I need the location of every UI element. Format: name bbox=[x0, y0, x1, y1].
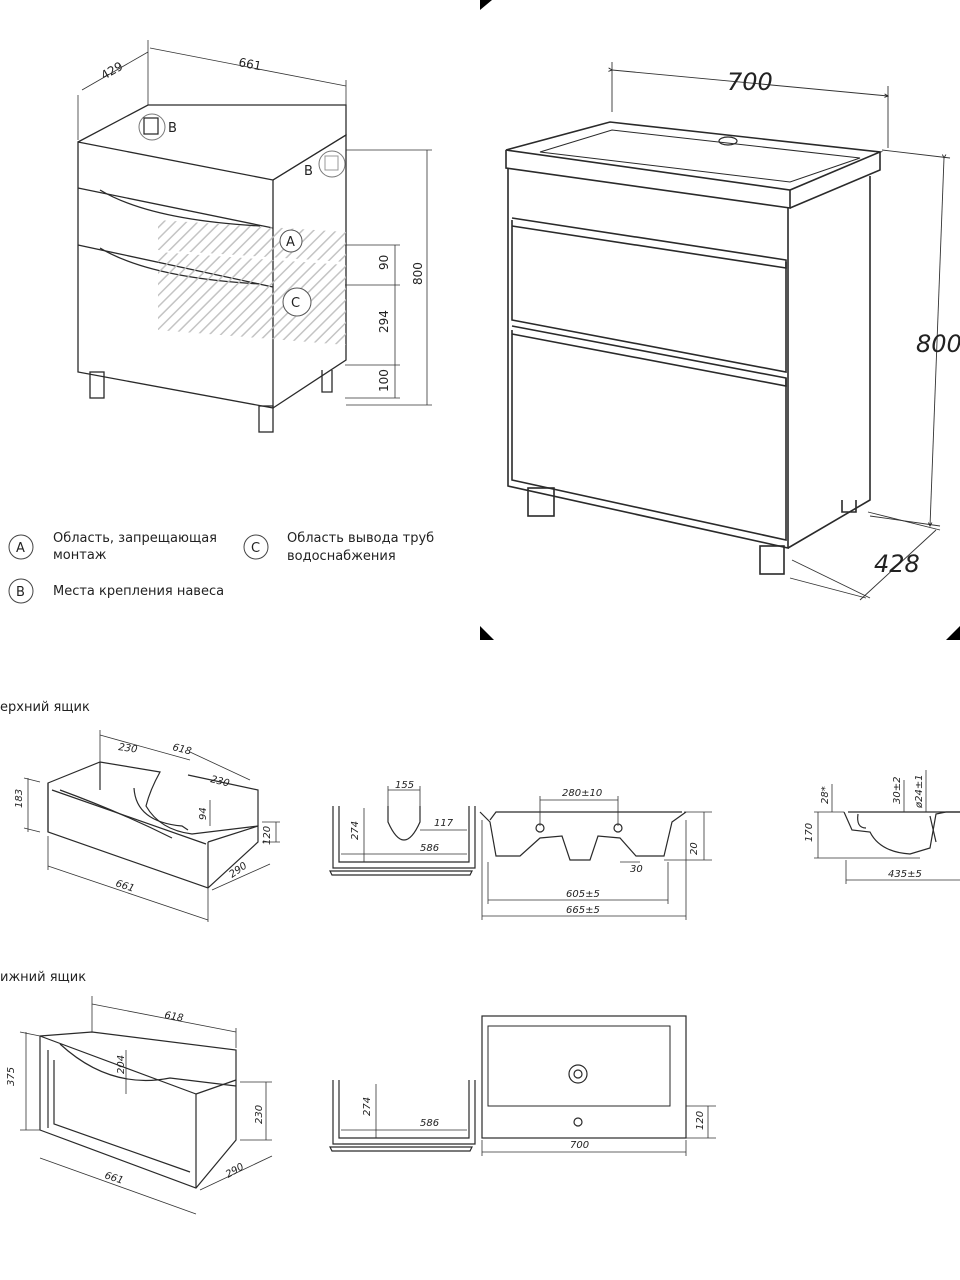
lower-drawer-title: ижний ящик bbox=[0, 970, 86, 985]
upper-drawer-top-dim-274: 274 bbox=[350, 821, 361, 840]
lower-drawer-dim-661: 661 bbox=[103, 1170, 125, 1186]
sink-side-dimension-lines bbox=[814, 770, 960, 884]
sink-section-dim-665: 665±5 bbox=[566, 905, 600, 916]
lower-drawer-top-view bbox=[329, 1080, 476, 1152]
sink-top-dimension-lines bbox=[481, 1105, 716, 1156]
lower-drawer-top-dimension-lines bbox=[341, 1084, 467, 1138]
lower-drawer-top-dim-586: 586 bbox=[420, 1118, 439, 1129]
lower-drawer-top-dim-274: 274 bbox=[362, 1097, 373, 1116]
marker-c: C bbox=[282, 287, 312, 317]
panel1-width-dim: 661 bbox=[237, 55, 262, 73]
legend-b-marker: B bbox=[16, 585, 25, 600]
legend-c-line2: водоснабжения bbox=[287, 549, 396, 564]
sink-top-dim-700: 700 bbox=[570, 1140, 589, 1151]
sink-side-dim-28: 28* bbox=[820, 786, 831, 804]
upper-drawer-dim-618: 618 bbox=[171, 742, 192, 757]
legend-a-line2: монтаж bbox=[53, 548, 107, 563]
panel1-dim-294: 294 bbox=[377, 310, 391, 333]
legend-c-marker: C bbox=[251, 541, 260, 556]
panel2-depth-dim: 428 bbox=[874, 550, 920, 578]
legend-a-line1: Область, запрещающая bbox=[53, 531, 217, 546]
upper-drawer-top-view bbox=[329, 806, 476, 876]
upper-drawer-dim-230a: 230 bbox=[118, 742, 138, 756]
upper-drawer-dim-230b: 230 bbox=[209, 774, 230, 789]
marker-b-label-2: B bbox=[304, 164, 313, 179]
lower-drawer-dim-230: 230 bbox=[254, 1105, 265, 1124]
legend-c-line1: Область вывода труб bbox=[287, 531, 434, 546]
panel2-dimension-lines bbox=[612, 62, 951, 601]
sink-section-view bbox=[479, 811, 687, 861]
sink-section-dim-280: 280±10 bbox=[562, 788, 602, 799]
mount-bracket-icon bbox=[138, 113, 166, 141]
sink-side-dim-30: 30±2 bbox=[892, 777, 903, 804]
sink-top-view bbox=[481, 1015, 687, 1139]
upper-drawer-dim-290: 290 bbox=[227, 860, 249, 880]
panel2-height-dim: 800 bbox=[916, 330, 960, 358]
panel1-dimension-lines bbox=[77, 40, 432, 406]
panel2-width-dim: 700 bbox=[727, 68, 773, 96]
upper-drawer-dim-183: 183 bbox=[14, 789, 25, 808]
panel1-dim-90: 90 bbox=[377, 255, 391, 270]
lower-drawer-dim-290: 290 bbox=[224, 1162, 246, 1181]
panel1-dim-100: 100 bbox=[377, 369, 391, 392]
upper-drawer-top-dimension-lines bbox=[341, 786, 467, 862]
lower-drawer-dim-204: 204 bbox=[116, 1055, 127, 1074]
sink-section-dimension-lines bbox=[481, 796, 712, 920]
upper-drawer-drawing bbox=[47, 761, 259, 889]
panel1-depth-dim: 429 bbox=[99, 59, 126, 83]
forbidden-area-hatch bbox=[158, 220, 346, 345]
legend-a-marker: A bbox=[16, 541, 25, 556]
sink-top-dim-120: 120 bbox=[695, 1111, 706, 1130]
lower-drawer-drawing bbox=[39, 1031, 237, 1189]
legend: A Область, запрещающая монтаж B Места кр… bbox=[8, 531, 434, 604]
marker-b-label: B bbox=[168, 121, 177, 136]
sink-section-dim-30: 30 bbox=[630, 864, 643, 875]
marker-c-label: C bbox=[291, 296, 300, 311]
sink-section-dim-605: 605±5 bbox=[566, 889, 600, 900]
sink-side-view bbox=[843, 811, 960, 855]
panel2-frame bbox=[480, 0, 960, 640]
upper-drawer-top-dim-586: 586 bbox=[420, 843, 439, 854]
upper-drawer-dim-120: 120 bbox=[262, 826, 273, 845]
sink-side-dim-24: ø24±1 bbox=[914, 774, 925, 809]
marker-a: A bbox=[279, 229, 303, 253]
panel1-height-dim: 800 bbox=[411, 262, 425, 285]
cabinet-isometric-drawing bbox=[505, 121, 884, 575]
upper-drawer-dim-94: 94 bbox=[198, 807, 209, 820]
sink-side-dim-435: 435±5 bbox=[888, 869, 922, 880]
upper-drawer-dimension-lines bbox=[23, 730, 280, 922]
marker-a-label: A bbox=[286, 235, 295, 250]
sink-side-dim-170: 170 bbox=[804, 823, 815, 842]
sink-section-dim-20: 20 bbox=[689, 842, 700, 855]
mount-bracket-icon bbox=[318, 150, 346, 178]
legend-b-text: Места крепления навеса bbox=[53, 584, 224, 599]
upper-drawer-title: ерхний ящик bbox=[0, 700, 90, 715]
lower-drawer-dim-618: 618 bbox=[163, 1010, 184, 1024]
upper-drawer-top-dim-155: 155 bbox=[395, 780, 414, 791]
upper-drawer-dim-661: 661 bbox=[114, 878, 136, 894]
lower-drawer-dim-375: 375 bbox=[6, 1067, 17, 1086]
lower-drawer-dimension-lines bbox=[19, 996, 273, 1215]
upper-drawer-top-dim-117: 117 bbox=[434, 818, 454, 829]
